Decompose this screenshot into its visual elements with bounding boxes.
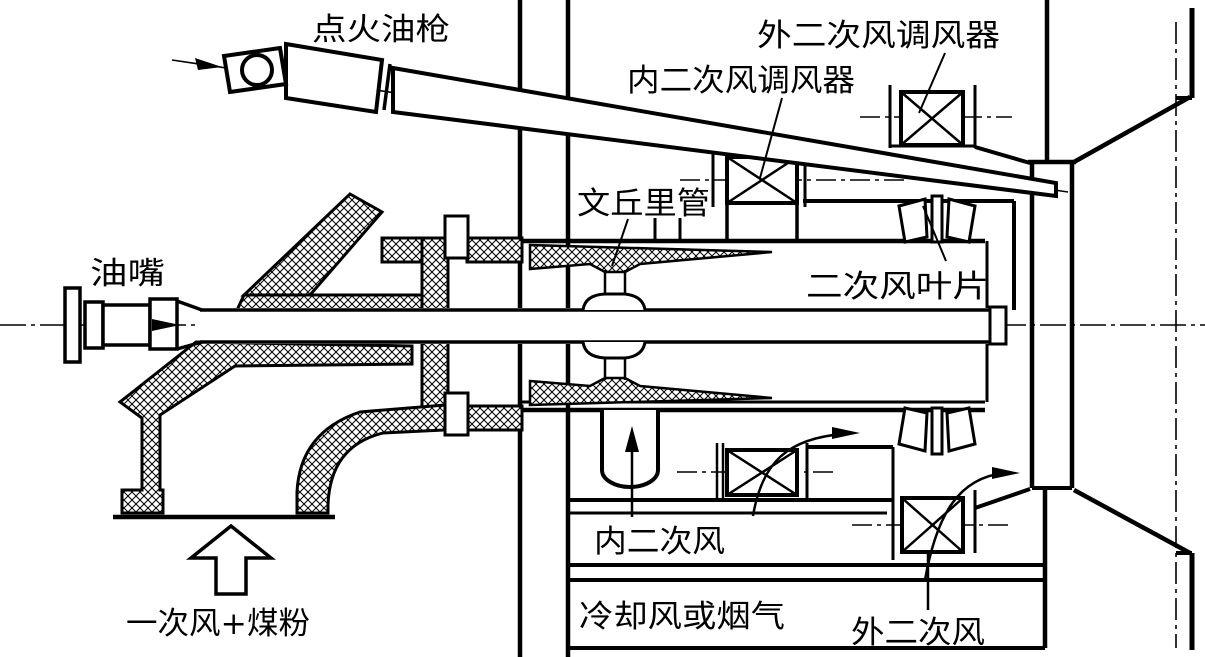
flow-indicators xyxy=(152,58,1020,596)
label-primary-air-coal: 一次风+煤粉 xyxy=(126,606,310,642)
diagram-labels: 点火油枪 外二次风调风器 内二次风调风器 文丘里管 油嘴 二次风叶片 内二次风 … xyxy=(90,12,1000,651)
label-ignition-oil-gun: 点火油枪 xyxy=(312,12,450,48)
label-venturi-tube: 文丘里管 xyxy=(577,186,710,222)
gun-tip-eye xyxy=(240,53,274,87)
venturi-lower-wedge xyxy=(528,376,773,407)
leader-outer-damper xyxy=(918,52,946,114)
vane-post-bottom xyxy=(930,406,944,456)
vane-blade xyxy=(897,197,929,244)
pipe-body-mask xyxy=(200,308,990,344)
damper-x2 xyxy=(900,91,964,146)
flare-bottom xyxy=(1072,488,1192,555)
flow-arrow-inner xyxy=(832,427,860,439)
leader-vanes xyxy=(922,205,947,262)
lower-wall-band-right xyxy=(465,404,524,432)
ignition-oil-gun xyxy=(221,41,1058,199)
nozzle-flange-2 xyxy=(83,300,105,350)
label-outer-secondary-damper: 外二次风调风器 xyxy=(757,18,1000,54)
secondary-air-vanes xyxy=(897,194,977,456)
bolt-plate-top xyxy=(443,214,470,260)
nozzle-cylinder xyxy=(101,303,152,347)
vane-blade xyxy=(945,406,977,453)
vane-post-top xyxy=(930,194,944,244)
inner-air-up-arrow-head xyxy=(625,426,639,452)
damper-x2 xyxy=(726,448,798,497)
upper-diagonal-arm xyxy=(240,192,385,297)
flange-bolt-plates xyxy=(443,214,470,437)
taper-bottom xyxy=(176,340,203,351)
bolt-plate-bottom xyxy=(443,391,470,437)
lower-air-ducts xyxy=(568,445,1045,650)
damper-x2 xyxy=(726,155,798,205)
flow-arc-inner xyxy=(751,432,845,517)
label-secondary-air-vane: 二次风叶片 xyxy=(806,269,989,305)
taper-top xyxy=(176,299,203,312)
vane-blade xyxy=(945,197,977,244)
primary-air-block-arrow xyxy=(186,523,276,596)
venturi-bulb-bottom xyxy=(581,341,647,360)
lower-inner-sleeve-and-leg xyxy=(117,340,414,515)
label-cooling-air-flue-gas: 冷却风或烟气 xyxy=(579,599,785,635)
gun-block xyxy=(284,41,385,115)
damper-x2 xyxy=(901,497,964,553)
leader-venturi xyxy=(611,218,629,267)
flow-arc-outer xyxy=(923,471,1005,581)
outer-secondary-damper-bottom xyxy=(900,496,965,610)
outer-secondary-damper-top xyxy=(888,85,1031,165)
nozzle-flange-1 xyxy=(63,286,82,364)
duct-slope-top xyxy=(974,145,1031,165)
label-leaders xyxy=(611,52,947,267)
vane-blade xyxy=(897,406,929,453)
flow-arrow-outer xyxy=(992,467,1020,479)
gun-inlet-arrow-head xyxy=(195,58,222,70)
label-outer-secondary-air: 外二次风 xyxy=(851,615,985,651)
venturi-upper-wedge xyxy=(528,243,773,274)
venturi-bulb-top xyxy=(581,292,647,311)
upper-wall-band-right xyxy=(465,236,524,264)
label-inner-secondary-damper: 内二次风调风器 xyxy=(627,63,855,99)
central-oil-pipe xyxy=(63,286,1008,364)
label-inner-secondary-air: 内二次风 xyxy=(594,524,725,560)
pipe-end-cap xyxy=(988,305,1008,346)
furnace-wall-and-flare xyxy=(1028,0,1195,650)
venturi-tube-section xyxy=(528,243,773,407)
leader-inner-damper xyxy=(759,97,783,179)
oil-inlet-arrow-head xyxy=(152,319,180,331)
label-oil-nozzle: 油嘴 xyxy=(90,256,165,292)
inner-secondary-damper-bottom xyxy=(715,443,809,500)
flare-top xyxy=(1072,95,1192,164)
primary-air-elbow xyxy=(295,403,447,515)
gun-barrel xyxy=(391,65,1058,199)
gun-joint xyxy=(382,63,392,111)
duct-slope-bottom xyxy=(974,487,1031,510)
